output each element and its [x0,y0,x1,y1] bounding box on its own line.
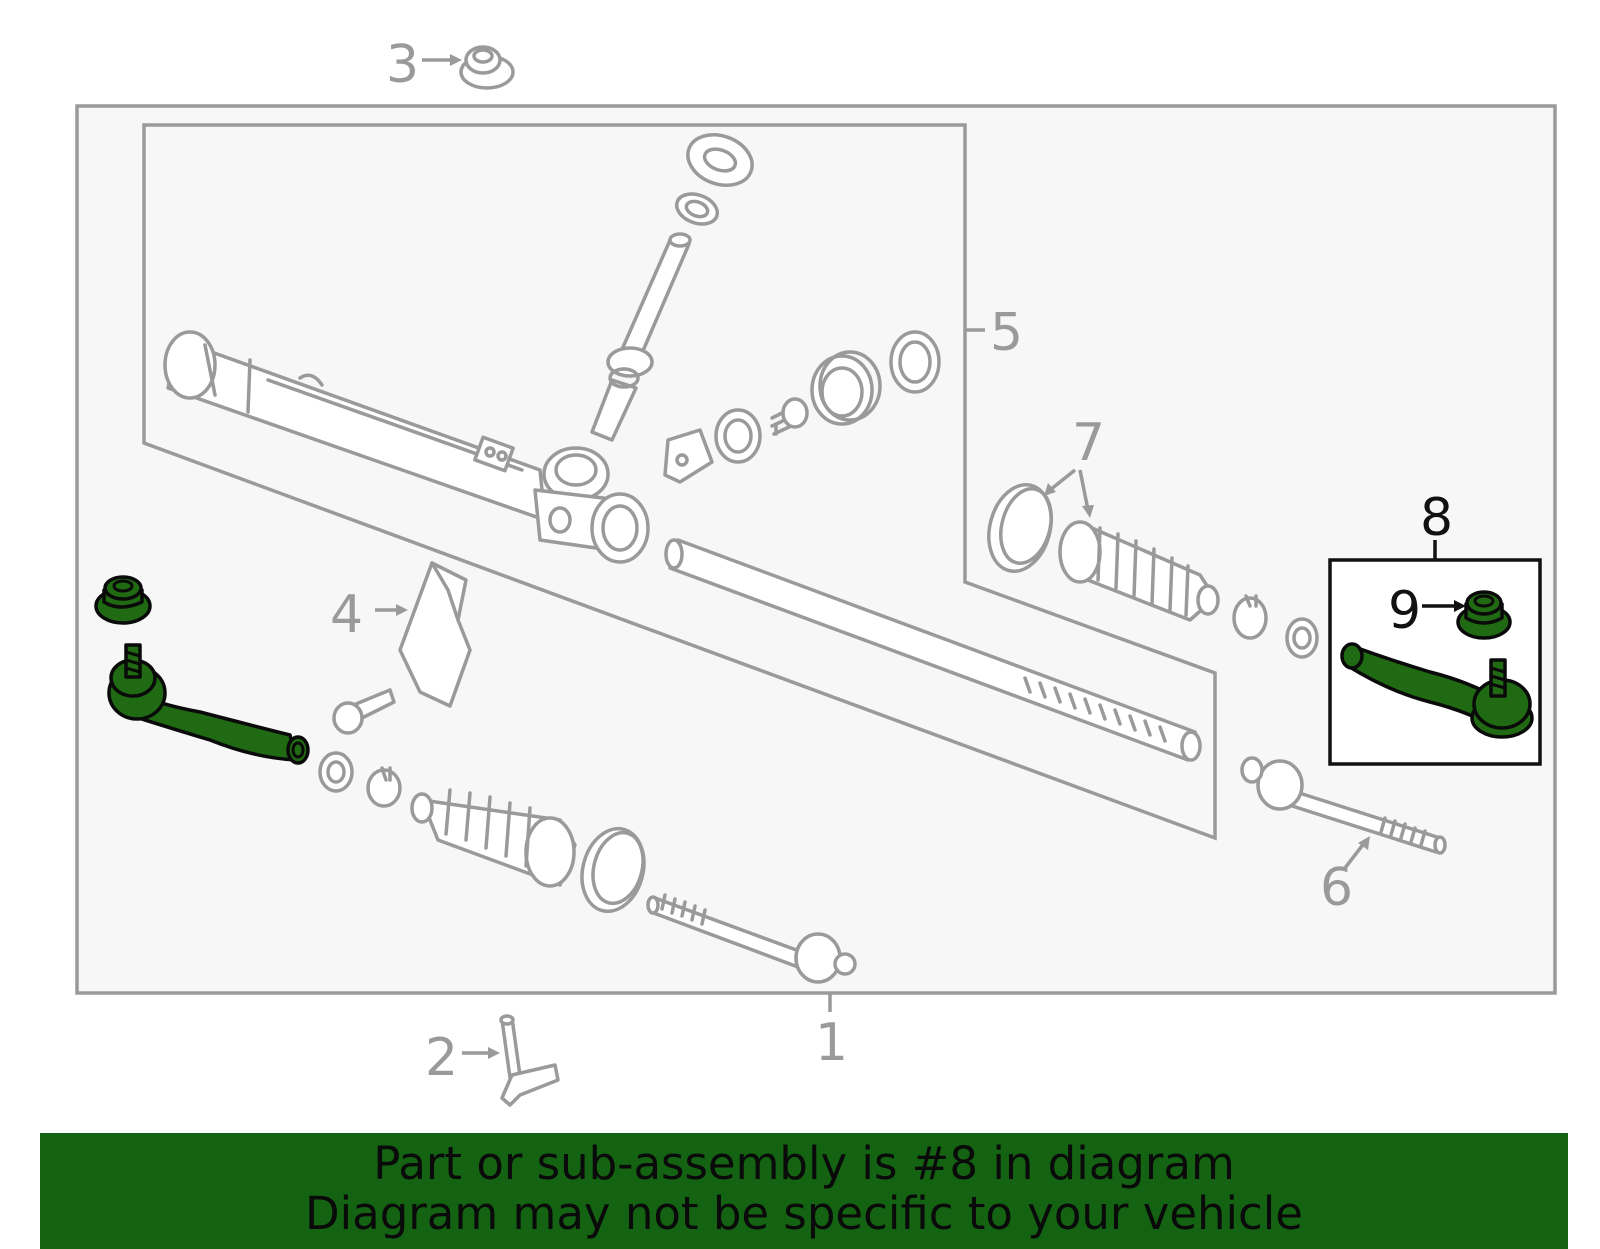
left-boot-clamp[interactable] [366,766,402,808]
right-jam-nut[interactable] [1285,617,1319,659]
pinion-shaft[interactable] [590,232,692,442]
callout-6[interactable]: 6 [1320,858,1353,918]
rack-yoke[interactable] [663,428,714,484]
part-2-bolt[interactable] [499,1014,560,1107]
pinion-seal-lower[interactable] [672,189,721,230]
banner-line-1: Part or sub-assembly is #8 in diagram [373,1137,1235,1190]
part-6-right-inner-tie-rod[interactable] [1240,756,1447,855]
yoke-seal[interactable] [714,408,762,464]
rack-subassembly-frame [142,123,1217,841]
yoke-spring[interactable] [770,397,809,436]
callout-1[interactable]: 1 [815,1013,848,1073]
part-3-nut[interactable] [459,45,515,90]
callout-8[interactable]: 8 [1420,488,1453,548]
pinion-seal-upper[interactable] [681,126,759,194]
callout-2[interactable]: 2 [425,1028,458,1088]
rack-housing[interactable] [163,330,650,564]
left-boot[interactable] [410,788,577,888]
banner-line-2: Diagram may not be specific to your vehi… [305,1187,1303,1240]
left-tie-rod-end-nut[interactable] [94,575,152,625]
callout-4[interactable]: 4 [330,585,363,645]
callout-3[interactable]: 3 [386,35,419,95]
callout-7[interactable]: 7 [1072,413,1105,473]
callout-5[interactable]: 5 [990,303,1023,363]
part-1-left-inner-tie-rod[interactable] [646,893,857,984]
left-boot-ring[interactable] [573,822,653,919]
rack-bar[interactable] [664,538,1202,762]
part-4-bracket[interactable] [398,561,472,708]
yoke-locknut[interactable] [889,330,941,394]
callout-9[interactable]: 9 [1388,581,1421,641]
part-9-nut[interactable] [1456,590,1512,640]
yoke-plug[interactable] [810,350,882,426]
left-outer-tie-rod-end[interactable] [107,643,310,765]
right-boot[interactable] [1058,520,1220,622]
right-boot-clamp[interactable] [1232,594,1268,640]
bracket-bolt[interactable] [332,688,396,735]
part-8-right-outer-tie-rod-end[interactable] [1340,642,1534,739]
left-jam-nut[interactable] [318,751,354,793]
callout-7-arrows [1044,468,1094,518]
info-banner: Part or sub-assembly is #8 in diagram Di… [40,1133,1568,1249]
assembly-frame [75,104,1557,995]
right-boot-ring[interactable] [980,478,1061,579]
